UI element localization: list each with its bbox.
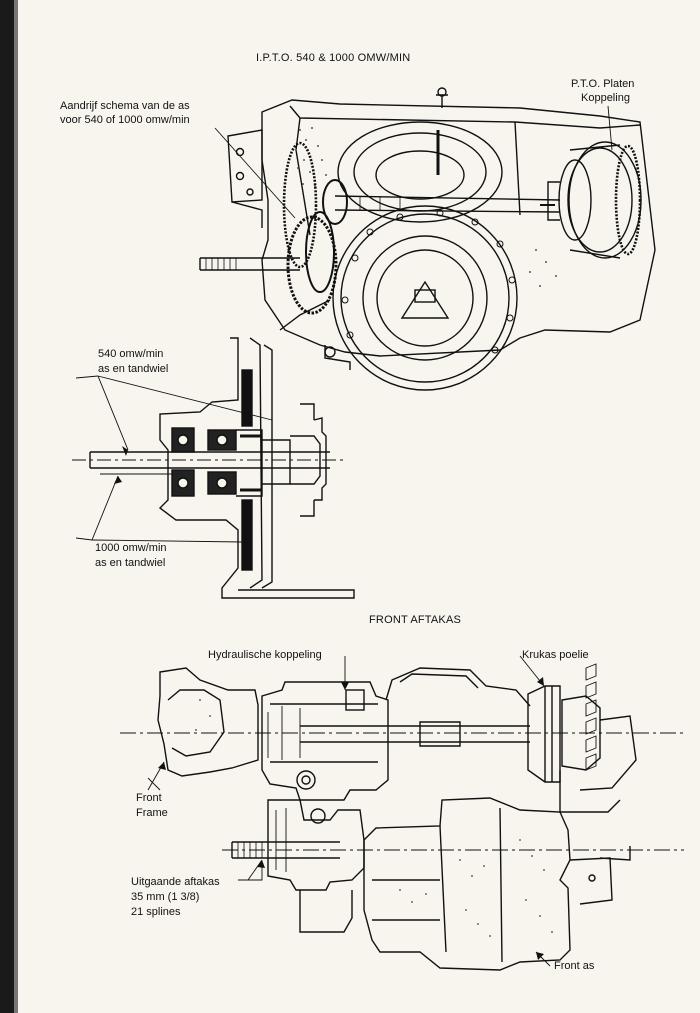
label-hydraulische: Hydraulische koppeling — [208, 649, 322, 661]
label-uitgaande-line3: 21 splines — [131, 906, 181, 918]
leader-lines-bottom — [147, 655, 551, 967]
front-pto-assembly — [120, 663, 684, 971]
label-pto-line2: Koppeling — [581, 92, 630, 104]
label-frame-line1: Front — [136, 792, 162, 804]
label-1000-line1: 1000 omw/min — [95, 542, 167, 554]
arrowheads — [114, 446, 544, 960]
front-aftakas-title: FRONT AFTAKAS — [369, 614, 462, 626]
shaft-cross-section — [72, 337, 355, 599]
label-540-line1: 540 omw/min — [98, 348, 164, 360]
ipto-title: I.P.T.O. 540 & 1000 OMW/MIN — [256, 52, 411, 64]
label-front-as: Front as — [554, 960, 595, 972]
label-uitgaande-line1: Uitgaande aftakas — [131, 876, 220, 888]
label-540-line2: as en tandwiel — [98, 363, 169, 375]
page-binding-shadow — [14, 0, 18, 1013]
label-krukas: Krukas poelie — [522, 649, 589, 661]
front-axle-shading — [195, 699, 553, 937]
crank-pulley-teeth — [585, 663, 597, 771]
pto-gearbox-housing — [199, 87, 656, 391]
leader-lines-middle — [75, 375, 273, 543]
page-binding-edge — [0, 0, 14, 1013]
label-aandrijf-line1: Aandrijf schema van de as — [60, 100, 190, 112]
label-frame-line2: Frame — [136, 807, 168, 819]
label-pto-line1: P.T.O. Platen — [571, 78, 635, 90]
label-aandrijf-line2: voor 540 of 1000 omw/min — [60, 114, 190, 126]
housing-shading — [295, 127, 557, 287]
label-uitgaande-line2: 35 mm (1 3/8) — [131, 891, 200, 903]
label-1000-line2: as en tandwiel — [95, 557, 166, 569]
leader-lines-top — [214, 105, 613, 219]
